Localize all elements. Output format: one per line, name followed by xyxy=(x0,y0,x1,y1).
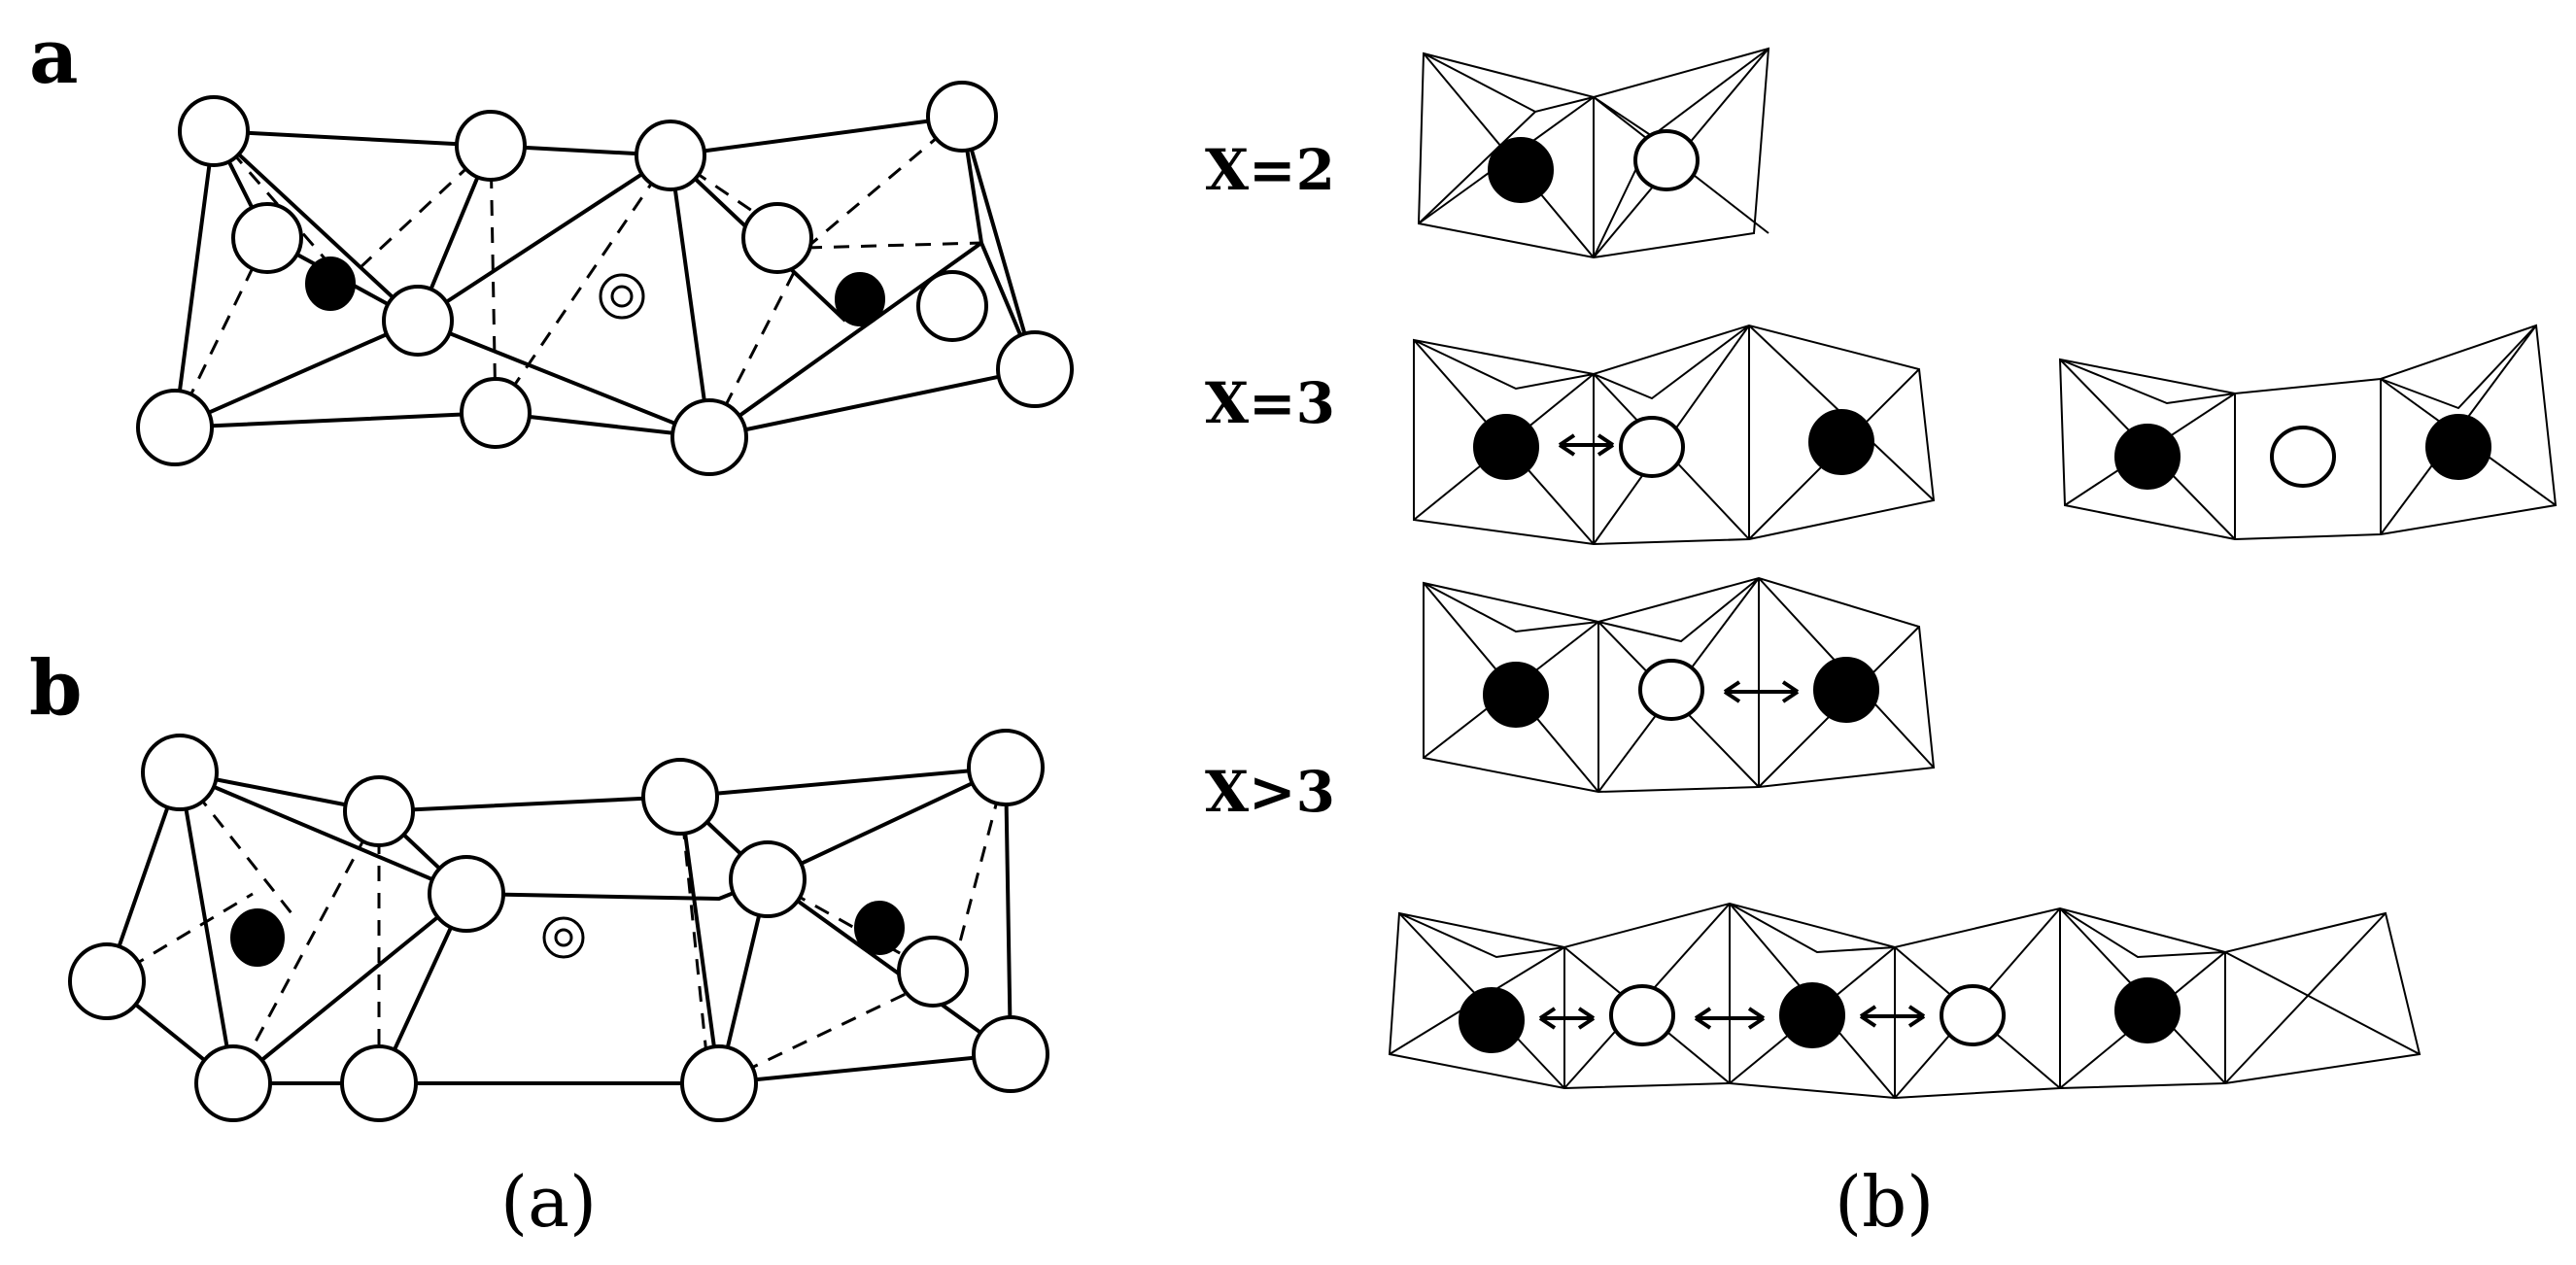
atom-filled xyxy=(1813,657,1879,723)
atom-filled xyxy=(2425,414,2491,480)
panel-letter-b: b xyxy=(29,644,83,733)
atom-filled xyxy=(835,272,885,326)
hop-arrow xyxy=(1694,1007,1766,1030)
hop-arrow xyxy=(1558,433,1615,457)
atom-open xyxy=(926,81,998,153)
atom-open xyxy=(340,1044,418,1122)
atom-open xyxy=(680,1044,758,1122)
atom-open xyxy=(428,855,505,933)
caption-b: (b) xyxy=(1835,1161,1934,1243)
atom-open xyxy=(141,734,219,811)
chain-x3-right xyxy=(2058,324,2558,541)
chain-x3-left xyxy=(1413,324,1936,546)
atom-open xyxy=(641,758,719,836)
hop-arrow xyxy=(1723,680,1800,703)
atom-filled xyxy=(2114,424,2181,490)
atom-open xyxy=(635,120,706,191)
atom-open xyxy=(2270,426,2336,488)
panel-a-vacancy-marker xyxy=(599,273,645,320)
hop-arrow xyxy=(1859,1005,1926,1028)
atom-open xyxy=(68,942,146,1020)
atom-open xyxy=(136,389,214,466)
atom-open xyxy=(897,936,969,1008)
label-x-gt-3: X>3 xyxy=(1205,759,1335,825)
atom-open xyxy=(343,775,415,847)
atom-filled xyxy=(1779,982,1845,1048)
atom-open xyxy=(178,95,250,167)
atom-filled xyxy=(305,256,356,311)
atom-open xyxy=(194,1044,272,1122)
atom-open xyxy=(729,840,807,918)
panel-a-structure xyxy=(136,81,1074,476)
panel-b-filled-atoms xyxy=(230,901,905,967)
panel-a-open-atoms xyxy=(136,81,1074,476)
atom-open xyxy=(1940,984,2006,1046)
atom-open xyxy=(231,202,303,274)
atom-open xyxy=(972,1015,1049,1093)
atom-filled xyxy=(1488,137,1554,203)
panel-a-filled-atoms xyxy=(305,256,885,326)
atom-open xyxy=(1609,984,1675,1046)
atom-filled xyxy=(230,908,285,967)
atom-open xyxy=(1633,129,1700,191)
atom-open xyxy=(967,729,1045,806)
panel-b-structure xyxy=(68,729,1049,1122)
atom-filled xyxy=(1459,987,1525,1053)
atom-open xyxy=(460,377,532,449)
atom-open xyxy=(916,270,988,342)
atom-open xyxy=(741,202,813,274)
atom-open xyxy=(382,285,454,357)
atom-filled xyxy=(1808,409,1874,475)
atom-open xyxy=(670,398,748,476)
atom-open xyxy=(455,110,527,182)
panel-b-dashed-edges xyxy=(106,767,1008,1085)
label-x-eq-3: X=3 xyxy=(1205,370,1335,436)
panel-b-vacancy-marker xyxy=(542,916,585,959)
atom-filled xyxy=(1473,414,1539,480)
atom-filled xyxy=(1483,662,1549,728)
atom-open xyxy=(996,330,1074,408)
atom-open xyxy=(1619,416,1685,478)
atom-filled xyxy=(2114,977,2181,1043)
panel-b-open-atoms xyxy=(68,729,1049,1122)
caption-a: (a) xyxy=(500,1161,597,1243)
chain-x3-lower xyxy=(1423,576,1936,794)
panel-a-solid-edges xyxy=(173,115,1037,440)
panel-letter-a: a xyxy=(29,13,79,101)
chain-x2 xyxy=(1417,47,1770,259)
hop-arrow xyxy=(1538,1007,1596,1030)
label-x-eq-2: X=2 xyxy=(1205,137,1335,203)
atom-filled xyxy=(854,901,905,955)
chain-xgt3 xyxy=(1388,902,2421,1100)
atom-open xyxy=(1638,659,1704,721)
panel-b-solid-edges xyxy=(105,766,1013,1085)
